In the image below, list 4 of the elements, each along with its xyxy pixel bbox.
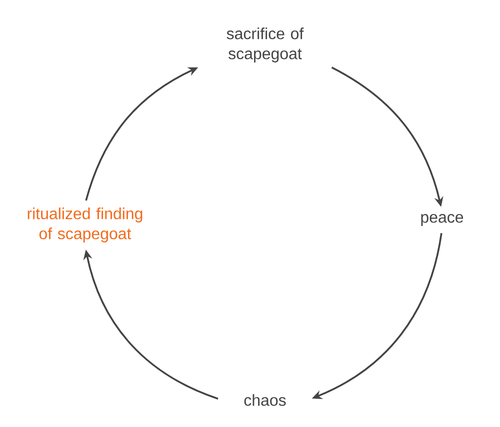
cycle-label: chaos bbox=[244, 394, 286, 406]
cycle-label: peace bbox=[421, 214, 464, 226]
cycle-label: ritualized finding of scapegoat bbox=[28, 208, 142, 242]
cycle-label: sacrifice of scapegoat bbox=[226, 28, 304, 62]
